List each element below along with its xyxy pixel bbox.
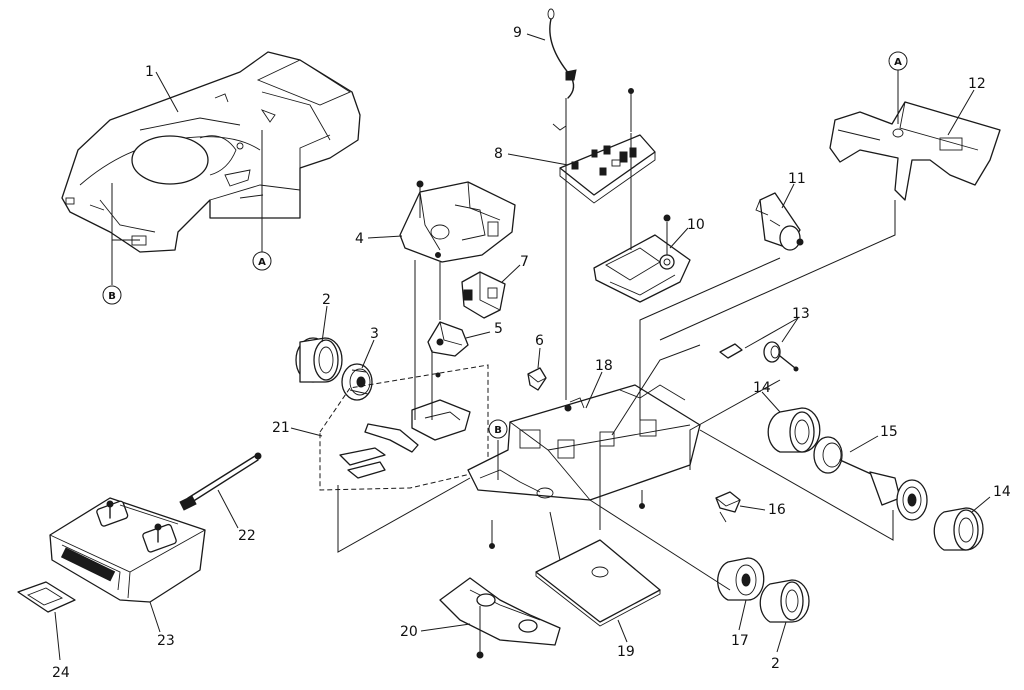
small-clip <box>527 367 547 391</box>
transmitter-antenna <box>179 452 262 511</box>
callout-2-rear: 2 <box>771 656 780 672</box>
callout-11: 11 <box>788 171 806 187</box>
callout-21: 21 <box>272 420 290 436</box>
motor-plate <box>593 214 691 303</box>
svg-text:A: A <box>894 57 902 68</box>
callout-19: 19 <box>617 644 635 660</box>
callout-7: 7 <box>520 254 529 270</box>
rear-body-piece <box>829 101 1001 201</box>
steering-link <box>427 321 469 357</box>
drive-motor <box>755 192 804 251</box>
callout-24: 24 <box>52 665 70 681</box>
callout-17: 17 <box>731 633 749 649</box>
callout-15: 15 <box>880 424 898 440</box>
antenna-wire <box>547 8 577 99</box>
front-bumper <box>439 577 561 659</box>
svg-text:B: B <box>108 291 116 302</box>
callout-1: 1 <box>145 64 154 80</box>
ref-circle-b-chassis: B <box>488 419 508 439</box>
callout-6: 6 <box>535 333 544 349</box>
callout-9: 9 <box>513 25 522 41</box>
servo-block <box>461 271 506 319</box>
callout-5: 5 <box>494 321 503 337</box>
svg-text:B: B <box>494 425 502 436</box>
front-wheel-hub <box>341 363 373 401</box>
small-bracket <box>715 491 741 523</box>
front-tire-right <box>759 579 810 623</box>
callout-12: 12 <box>968 76 986 92</box>
callout-22: 22 <box>238 528 256 544</box>
front-wheel-lower <box>717 557 765 601</box>
ref-circle-b-body: B <box>102 285 122 305</box>
rear-tire-left <box>767 407 821 453</box>
callout-10: 10 <box>687 217 705 233</box>
callout-23: 23 <box>157 633 175 649</box>
rear-tire-right <box>933 507 984 551</box>
callout-3: 3 <box>370 326 379 342</box>
circuit-board <box>552 88 656 204</box>
callout-20: 20 <box>400 624 418 640</box>
battery-cover <box>535 539 661 627</box>
callout-8: 8 <box>494 146 503 162</box>
main-chassis <box>467 384 701 549</box>
ref-circle-a-body: A <box>252 251 272 271</box>
assembly-lines <box>111 70 899 591</box>
callout-4: 4 <box>355 231 364 247</box>
steering-assembly <box>399 180 516 263</box>
callout-13: 13 <box>792 306 810 322</box>
battery-door <box>17 581 76 613</box>
callout-14-right: 14 <box>993 484 1011 500</box>
svg-text:A: A <box>258 257 266 268</box>
callout-18: 18 <box>595 358 613 374</box>
callout-16: 16 <box>768 502 786 518</box>
callout-numbers: 1 2 2 3 4 5 6 7 8 9 10 11 12 13 14 14 15… <box>52 25 1011 681</box>
remote-transmitter <box>49 497 206 603</box>
callout-14-mid: 14 <box>753 380 771 396</box>
front-tire-left <box>295 337 343 383</box>
ref-circle-a-top: A <box>888 51 908 71</box>
callout-leaders <box>54 33 991 661</box>
car-body-shell <box>61 51 361 253</box>
rear-hub-parts <box>719 341 799 372</box>
rear-axle-assembly <box>813 436 928 521</box>
callout-2-front: 2 <box>322 292 331 308</box>
